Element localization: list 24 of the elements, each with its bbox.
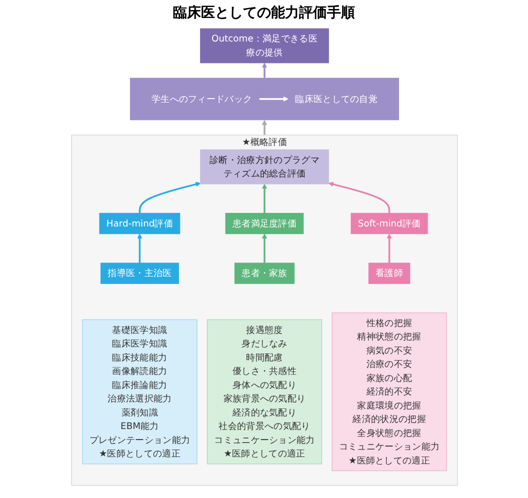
node-text: 臨床医としての自覚 (294, 93, 378, 104)
node-box: Hard-mind評価 (98, 212, 180, 234)
node-box: 診断・治療方針のプラグマティズム的総合評価 (200, 149, 328, 184)
arrow (386, 234, 392, 263)
arrow (261, 120, 267, 136)
node-box: 患者・家族 (234, 262, 294, 284)
arrow (261, 62, 267, 78)
node-box: 性格の把握 精神状態の把握 病気の不安 治療の不安 家族の心配 経済的不安 家庭環境の把握 経済的状況の把握 全身状態の把握 コミュニケーション能力 ★医師としての適正 (331, 312, 446, 472)
arrow (138, 182, 200, 214)
arrow (328, 182, 390, 214)
arrow (261, 234, 267, 263)
node-box: 基礎医学知識 臨床医学知識 臨床技能能力 画像解読能力 臨床推論能力 治療法選択能力 薬剤知識 EBM能力 プレゼンテーション能力 ★医師としての適正 (82, 319, 197, 464)
node-text: 学生へのフィードバック (150, 93, 252, 104)
node-box: Soft-mind評価 (350, 212, 428, 234)
node-box: 患者満足度評価 (224, 212, 304, 234)
arrow (258, 96, 288, 102)
node-box: 看護師 (368, 262, 410, 284)
diagram-title: 臨床医としての能力評価手順 (172, 4, 356, 23)
cluster (129, 78, 399, 120)
arrow (136, 234, 142, 263)
node-box: 指導医・主治医 (100, 262, 178, 284)
arrow (261, 184, 267, 214)
node-box: 接遇態度 身だしなみ 時間配慮 優しさ・共感性 身体への気配り 家族背景への気配り 経済的な気配り 社会的背景への気配り コミュニケーション能力 ★医師としての適正 (206, 319, 322, 464)
node-box: Outcome：満足できる医療の提供 (200, 28, 328, 64)
